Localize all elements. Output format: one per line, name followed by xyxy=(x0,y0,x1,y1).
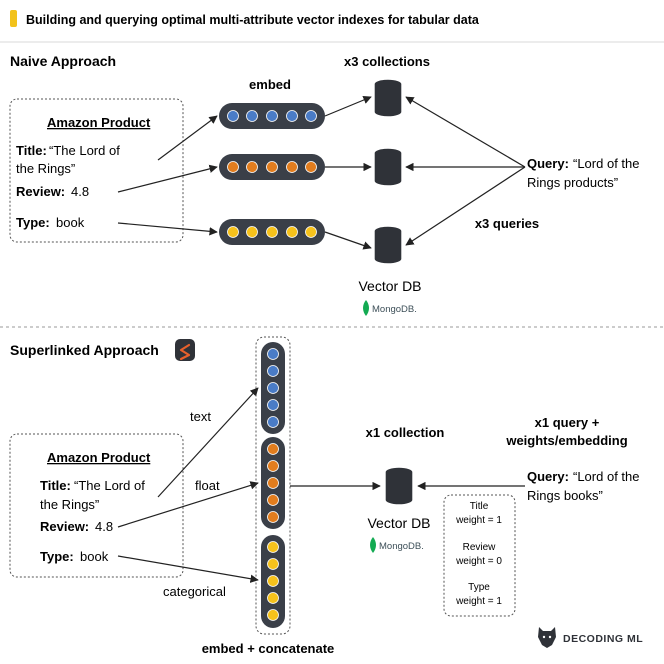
arrow-vector-to-db-1 xyxy=(324,96,372,117)
weight-title-value: weight = 1 xyxy=(455,515,502,526)
naive-product-box xyxy=(9,98,184,243)
naive-embed-label: embed xyxy=(249,77,291,92)
categorical-encoder-label: categorical xyxy=(163,584,226,599)
superlinked-query-value-line2: Rings books” xyxy=(527,488,603,503)
weight-title-label: Title xyxy=(470,501,489,512)
decoding-ml-wolf-logo-icon xyxy=(538,627,556,648)
naive-vector-yellow xyxy=(219,219,325,245)
superlinked-vector-db-label: Vector DB xyxy=(367,515,430,531)
header-title: Building and querying optimal multi-attr… xyxy=(26,13,480,27)
arrow-review-to-float-segment xyxy=(117,481,259,528)
naive-db-icon-1 xyxy=(373,78,403,118)
naive-title-value-line2: the Rings” xyxy=(16,161,75,176)
naive-title-key: Title: xyxy=(16,143,47,158)
arrow-review-to-vector xyxy=(117,164,218,193)
arrow-type-to-vector xyxy=(117,222,218,236)
superlinked-vector-yellow xyxy=(261,535,285,628)
superlinked-query-key: Query: xyxy=(527,469,569,484)
superlinked-product-title: Amazon Product xyxy=(47,450,151,465)
query-weights-label-line2: weights/embedding xyxy=(505,433,627,448)
arrow-query-to-db-3 xyxy=(405,166,526,246)
superlinked-review-key: Review: xyxy=(40,519,89,534)
naive-query-value-line2: Rings products” xyxy=(527,175,618,190)
naive-review-key: Review: xyxy=(16,184,65,199)
naive-mongodb-leaf-icon xyxy=(363,300,369,316)
superlinked-title-value-line2: the Rings” xyxy=(40,497,99,512)
arrow-title-to-vector xyxy=(157,115,218,161)
naive-vector-db-label: Vector DB xyxy=(358,278,421,294)
weight-type-label: Type xyxy=(468,582,490,593)
superlinked-logo-icon xyxy=(175,339,195,361)
naive-type-value: book xyxy=(56,215,85,230)
arrow-vector-to-db-3 xyxy=(324,231,372,250)
naive-mongodb-label: MongoDB. xyxy=(372,304,417,315)
superlinked-query-value-line1: “Lord of the xyxy=(573,469,640,484)
weights-box xyxy=(443,494,516,617)
embed-concatenate-label: embed + concatenate xyxy=(202,641,335,656)
superlinked-heading: Superlinked Approach xyxy=(10,342,159,358)
arrow-query-to-db-1 xyxy=(405,96,526,168)
superlinked-title-key: Title: xyxy=(40,478,71,493)
naive-heading: Naive Approach xyxy=(10,53,116,69)
arrow-title-to-text-segment xyxy=(157,387,259,498)
naive-collections-label: x3 collections xyxy=(344,54,430,69)
superlinked-collection-label: x1 collection xyxy=(366,425,445,440)
weight-review-label: Review xyxy=(463,542,497,553)
naive-review-value: 4.8 xyxy=(71,184,89,199)
superlinked-mongodb-leaf-icon xyxy=(370,537,376,553)
naive-query-key: Query: xyxy=(527,156,569,171)
text-encoder-label: text xyxy=(190,409,211,424)
superlinked-review-value: 4.8 xyxy=(95,519,113,534)
superlinked-type-key: Type: xyxy=(40,549,74,564)
superlinked-db-icon xyxy=(384,466,414,506)
superlinked-product-box xyxy=(9,433,184,578)
weight-type-value: weight = 1 xyxy=(455,596,502,607)
superlinked-mongodb-label: MongoDB. xyxy=(379,541,424,552)
superlinked-vector-orange xyxy=(261,437,285,529)
footer-brand: DECODING ML xyxy=(563,633,643,645)
naive-db-icon-3 xyxy=(373,225,403,265)
query-weights-label-line1: x1 query + xyxy=(535,415,600,430)
naive-vector-blue xyxy=(219,103,325,129)
naive-title-value-line1: “The Lord of xyxy=(49,143,120,158)
naive-queries-label: x3 queries xyxy=(475,216,539,231)
float-encoder-label: float xyxy=(195,478,220,493)
naive-type-key: Type: xyxy=(16,215,50,230)
header-accent-bar xyxy=(10,10,17,27)
superlinked-type-value: book xyxy=(80,549,109,564)
naive-vector-orange xyxy=(219,154,325,180)
naive-db-icon-2 xyxy=(373,147,403,187)
weight-review-value: weight = 0 xyxy=(455,556,502,567)
concatenated-vector-box xyxy=(255,336,291,635)
arrow-type-to-categorical-segment xyxy=(117,555,259,583)
naive-product-title: Amazon Product xyxy=(47,115,151,130)
naive-query-value-line1: “Lord of the xyxy=(573,156,640,171)
superlinked-vector-blue xyxy=(261,342,285,434)
superlinked-title-value-line1: “The Lord of xyxy=(74,478,145,493)
